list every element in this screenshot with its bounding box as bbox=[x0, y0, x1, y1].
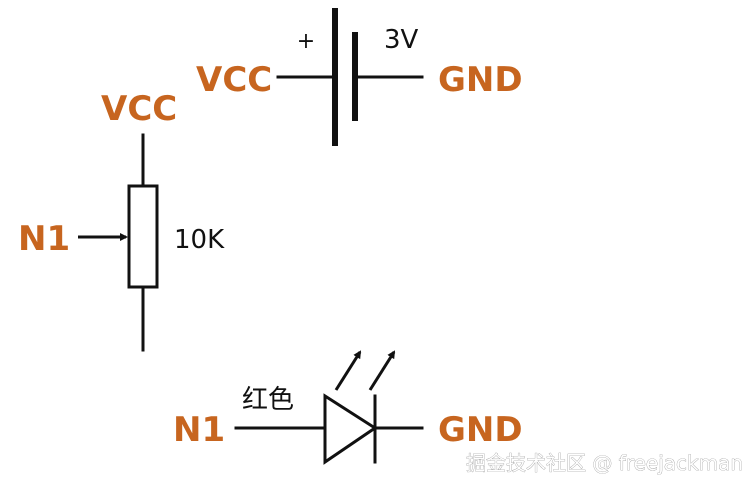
pot-n1-label: N1 bbox=[18, 219, 70, 259]
pot-body bbox=[127, 184, 159, 289]
battery-gnd-label: GND bbox=[438, 60, 523, 100]
led-gnd-label: GND bbox=[438, 410, 523, 450]
watermark: 掘金技术社区 @ freejackman bbox=[466, 451, 743, 475]
battery-voltage-label: 3V bbox=[384, 25, 419, 55]
led-light-arrow-2 bbox=[368, 350, 396, 391]
battery: + 3V VCC GND bbox=[196, 8, 523, 146]
led-light-arrow-1 bbox=[334, 350, 362, 391]
pot-vcc-label: VCC bbox=[101, 89, 177, 129]
led-triangle bbox=[323, 393, 378, 465]
led-n1-label: N1 bbox=[173, 410, 225, 450]
battery-vcc-label: VCC bbox=[196, 60, 272, 100]
pot-value-label: 10K bbox=[174, 225, 225, 255]
potentiometer: VCC N1 10K bbox=[18, 89, 225, 352]
led-color-label: 红色 bbox=[242, 385, 294, 415]
led: 红色 N1 GND bbox=[173, 350, 523, 465]
battery-plus-sign: + bbox=[297, 29, 315, 54]
